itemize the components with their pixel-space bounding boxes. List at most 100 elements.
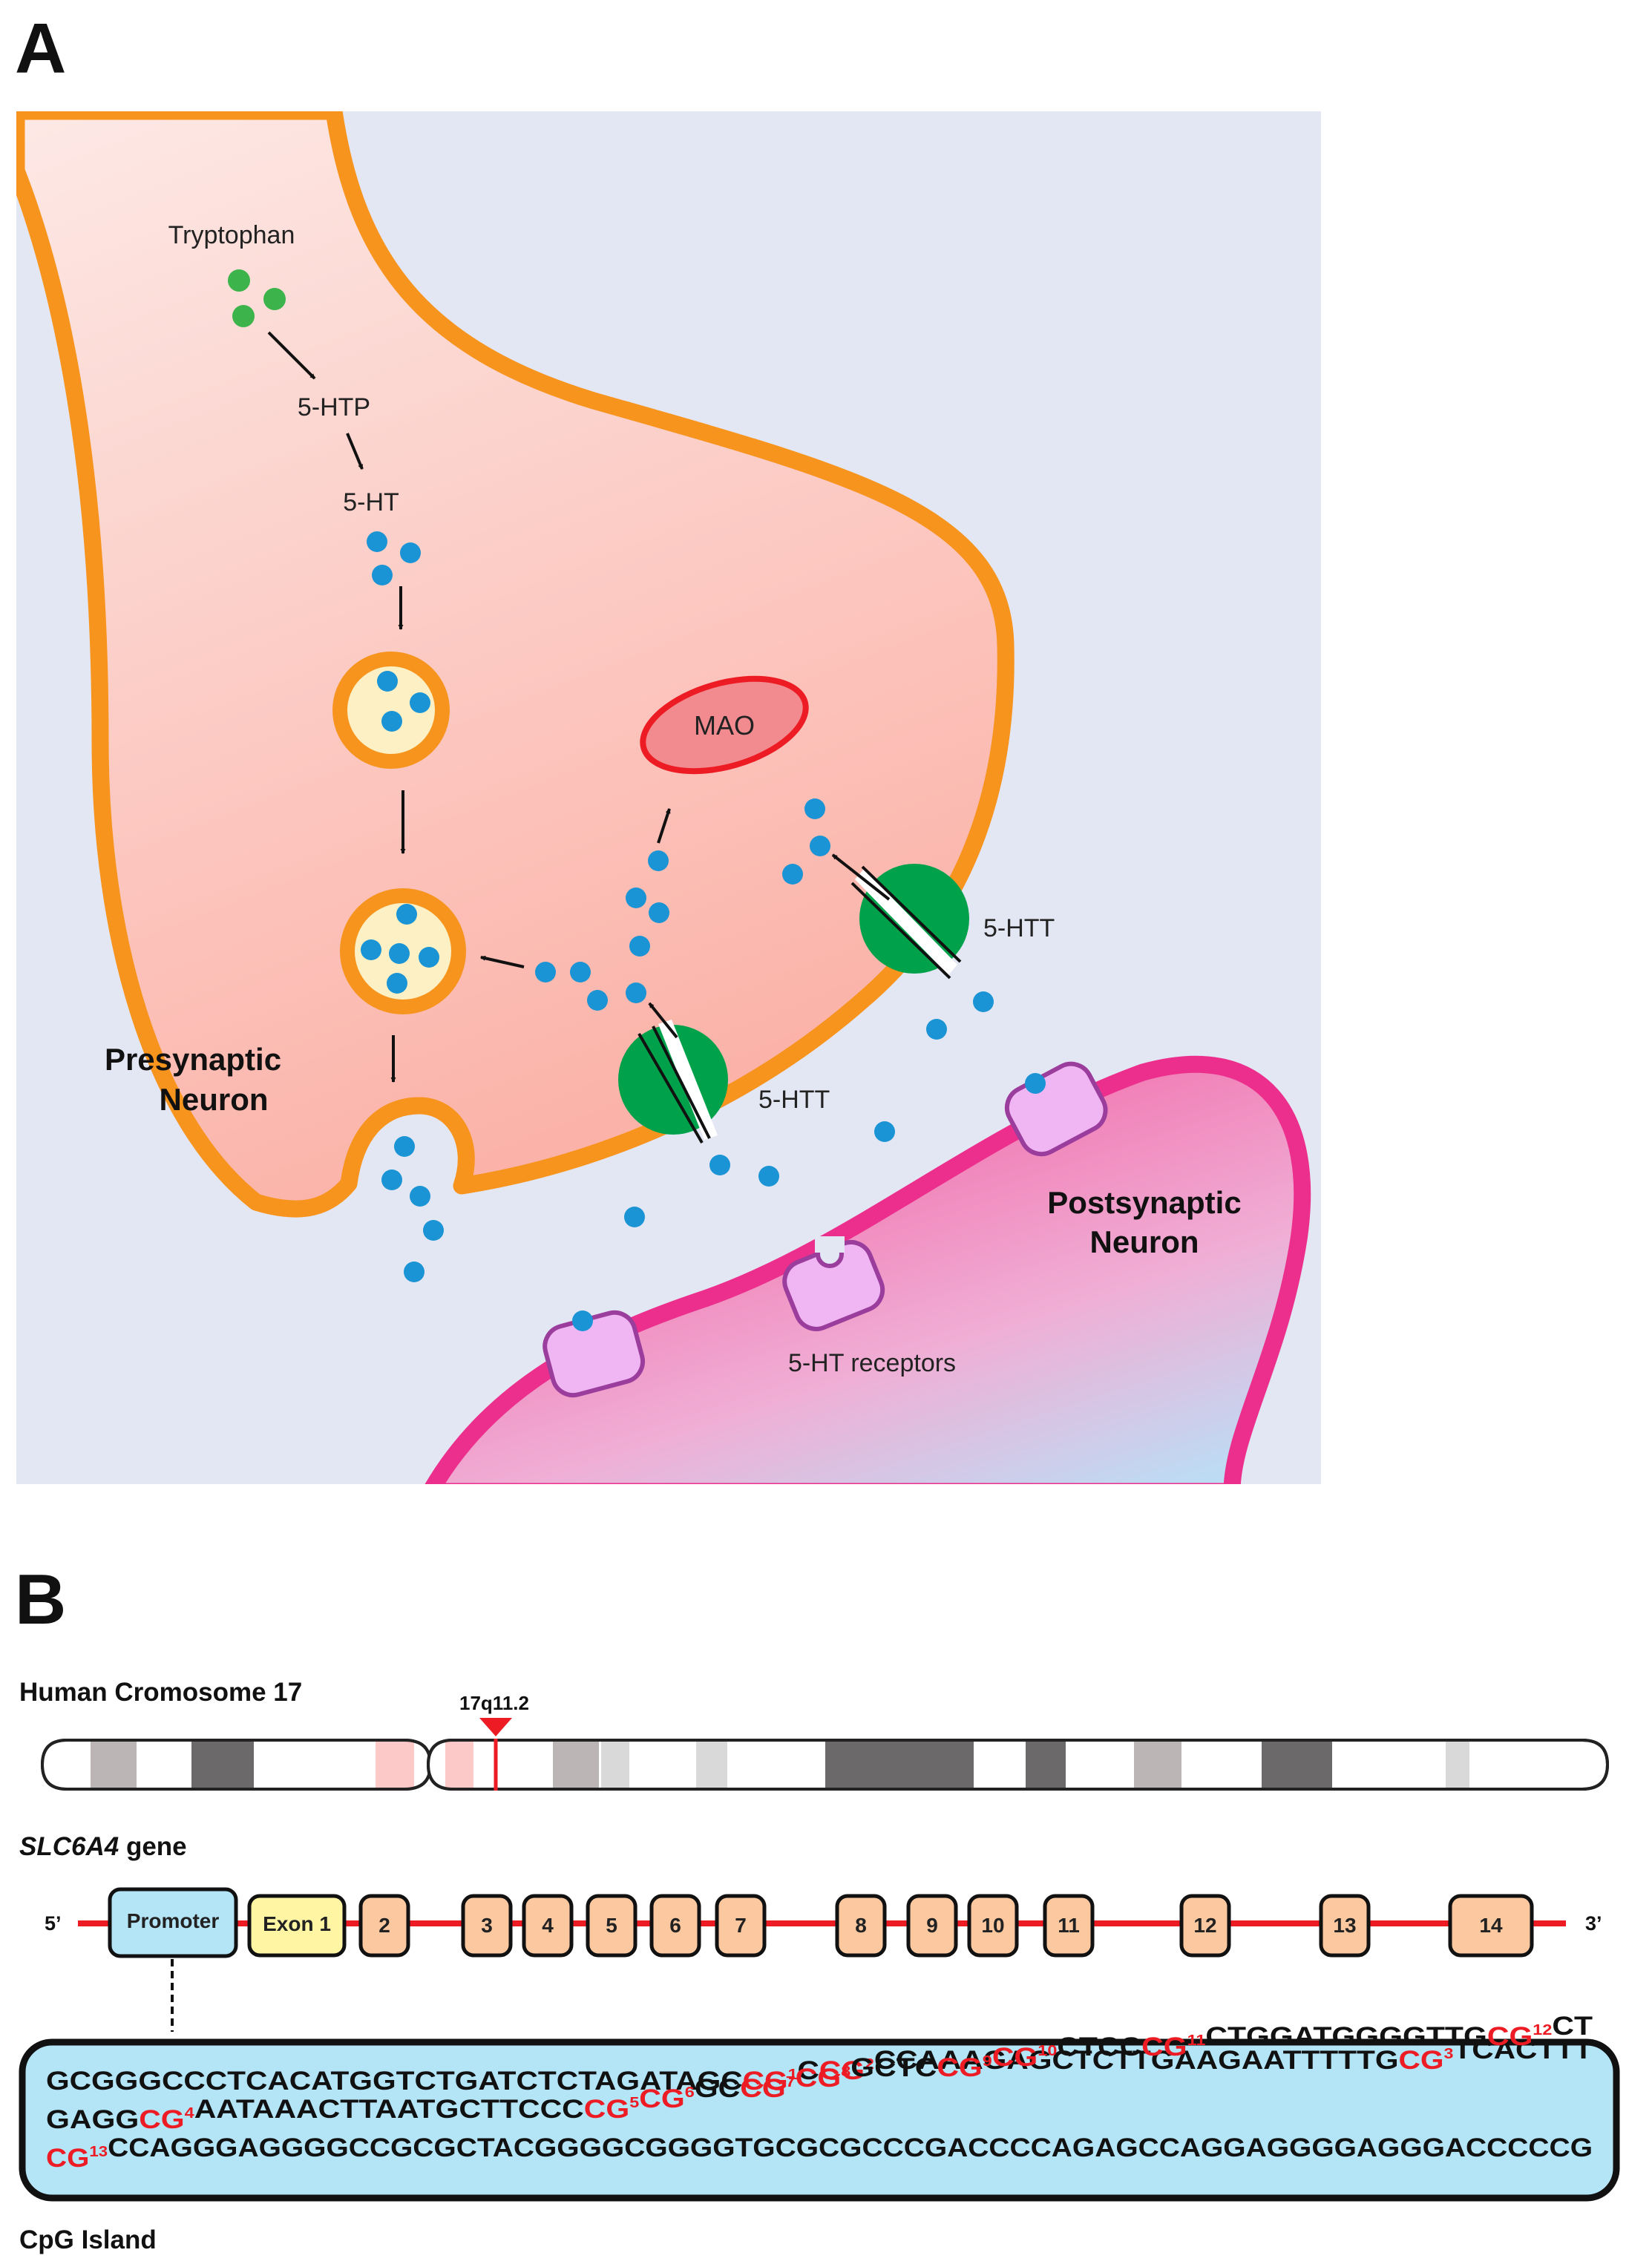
tryptophan-molecules — [228, 269, 286, 327]
exon-13-label: 13 — [1333, 1914, 1356, 1937]
cpg-site: CG — [796, 2064, 841, 2093]
cpg-site-number: 7 — [786, 2074, 796, 2090]
panel-b-label: B — [15, 1560, 66, 1639]
postsynaptic-label-line1: Postsynaptic — [1047, 1185, 1241, 1220]
sequence-segment: AATAAACTTAATGCTTCCC — [194, 2095, 584, 2124]
sequence-segment: CT — [1552, 2012, 1593, 2041]
serotonin-transporter-lower — [618, 1020, 728, 1144]
exon-3-box: 3 — [461, 1894, 513, 1958]
receptor-1 — [1004, 1061, 1108, 1157]
serotonin-transporter-upper — [850, 864, 969, 980]
arrow-5htp-to-5ht — [346, 433, 364, 470]
exon-7-label: 7 — [735, 1914, 747, 1937]
cpg-site-number: 2 — [865, 2056, 874, 2073]
cpg-site-number: 5 — [629, 2095, 639, 2111]
vesicle-2 — [340, 888, 466, 1014]
cpg-site-number: 9 — [983, 2053, 992, 2070]
exon-3-label: 3 — [481, 1914, 493, 1937]
exon-14-label: 14 — [1479, 1914, 1503, 1937]
presynaptic-label-line1: Presynaptic — [105, 1042, 281, 1077]
chromosome-title: Human Cromosome 17 — [19, 1678, 302, 1707]
promoter-label: Promoter — [127, 1909, 220, 1932]
cpg-island-box — [19, 2038, 1620, 2202]
exon-6-label: 6 — [669, 1914, 681, 1937]
arrow-to-vesicle-2 — [479, 955, 525, 968]
exon-13-box: 13 — [1319, 1894, 1371, 1958]
cpg-site-number: 12 — [1533, 2022, 1552, 2038]
sequence-segment: GCGGGCCCTCACATGGTCTGATCTCTAGATAGC — [46, 2067, 743, 2096]
arrow-to-mao — [657, 808, 671, 844]
sequence-segment: CTGGATGGGGTTG — [1205, 2022, 1487, 2051]
serotonin-reuptake-path — [535, 850, 669, 1011]
locus-label: 17q11.2 — [459, 1692, 529, 1714]
cpg-site: CG — [46, 2144, 89, 2173]
cpg-site: CG — [743, 2067, 788, 2096]
gene-label: SLC6A4 gene — [19, 1832, 187, 1861]
cpg-site-number: 11 — [1187, 2033, 1206, 2049]
cpg-island-label: CpG Island — [19, 2225, 157, 2254]
cpg-site: CG — [139, 2105, 184, 2134]
cpg-site: CG — [584, 2095, 629, 2124]
promoter-box: Promoter — [108, 1887, 238, 1958]
cpg-site: CG — [1398, 2046, 1443, 2075]
presynaptic-neuron — [16, 111, 1015, 1218]
panel-a-label: A — [15, 9, 66, 88]
cpg-site-number: 1 — [788, 2067, 798, 2083]
serotonin-released — [381, 1136, 444, 1282]
exon-10-box: 10 — [967, 1894, 1019, 1958]
cpg-site-number: 13 — [89, 2144, 108, 2160]
sequence-segment: CTCC — [1057, 2033, 1141, 2061]
exon-8-label: 8 — [855, 1914, 867, 1937]
cpg-site: CG — [819, 2056, 865, 2085]
postsynaptic-label-line2: Neuron — [1090, 1224, 1199, 1259]
exon-9-box: 9 — [906, 1894, 958, 1958]
cpg-site: CG — [639, 2084, 684, 2113]
exon-14-box: 14 — [1448, 1894, 1534, 1958]
exon-11-box: 11 — [1043, 1894, 1095, 1958]
mao-enzyme: MAO — [640, 675, 809, 775]
sequence-segment: CCAGGGAGGGGCCGCGCTACGGGGCGGGGTGCGCGCCCGA… — [108, 2133, 1593, 2162]
exon-11-label: 11 — [1058, 1914, 1080, 1937]
sequence-segment: CCAAAGAGCTCTTGAAGAATTTTTG — [874, 2046, 1399, 2075]
cpg-site: CG — [937, 2053, 982, 2082]
exon-2-label: 2 — [378, 1914, 390, 1937]
sequence-segment: GAGG — [46, 2105, 139, 2134]
chromosome-17 — [40, 1739, 1610, 1791]
cpg-site: CG — [1141, 2033, 1187, 2061]
transporter-upper-label: 5-HTT — [983, 914, 1055, 942]
locus-marker — [479, 1718, 512, 1736]
exon-12-label: 12 — [1193, 1914, 1216, 1937]
cpg-site: CG — [740, 2074, 785, 2103]
receptors-label: 5-HT receptors — [788, 1349, 956, 1377]
three-prime-label: 3’ — [1585, 1912, 1602, 1935]
cpg-site-number: 8 — [841, 2064, 850, 2080]
exon-2-box: 2 — [358, 1894, 410, 1958]
exon-5-label: 5 — [606, 1914, 617, 1937]
five-prime-label: 5’ — [45, 1912, 62, 1935]
cpg-site-number: 3 — [1444, 2046, 1454, 2062]
exon-1-label: Exon 1 — [263, 1912, 331, 1935]
sequence-segment: GC — [695, 2074, 740, 2103]
exon-5-box: 5 — [586, 1894, 637, 1958]
arrow-tryptophan-to-5htp — [267, 331, 316, 380]
serotonin-near-upper-transporter — [782, 798, 830, 885]
cpg-site: CG — [1487, 2022, 1533, 2051]
arrow-reuptake-lower — [648, 1002, 678, 1039]
exon-6-box: 6 — [649, 1894, 701, 1958]
presynaptic-label-line2: Neuron — [160, 1082, 269, 1117]
cpg-site-number: 10 — [1038, 2043, 1057, 2059]
exon-4-label: 4 — [542, 1914, 554, 1937]
tryptophan-label: Tryptophan — [168, 221, 295, 249]
exon-4-box: 4 — [522, 1894, 574, 1958]
arrow-reuptake-upper — [831, 853, 891, 901]
sequence-segment: TCACTTT — [1453, 2035, 1593, 2064]
serotonin-molecules-cytosol — [367, 531, 421, 585]
gene-name: SLC6A4 — [19, 1832, 119, 1861]
cpg-site: CG — [992, 2043, 1038, 2072]
gene-suffix: gene — [119, 1832, 186, 1861]
mao-label: MAO — [694, 710, 755, 741]
exon-7-box: 7 — [715, 1894, 767, 1958]
serotonin-synaptic-cleft — [624, 991, 994, 1227]
